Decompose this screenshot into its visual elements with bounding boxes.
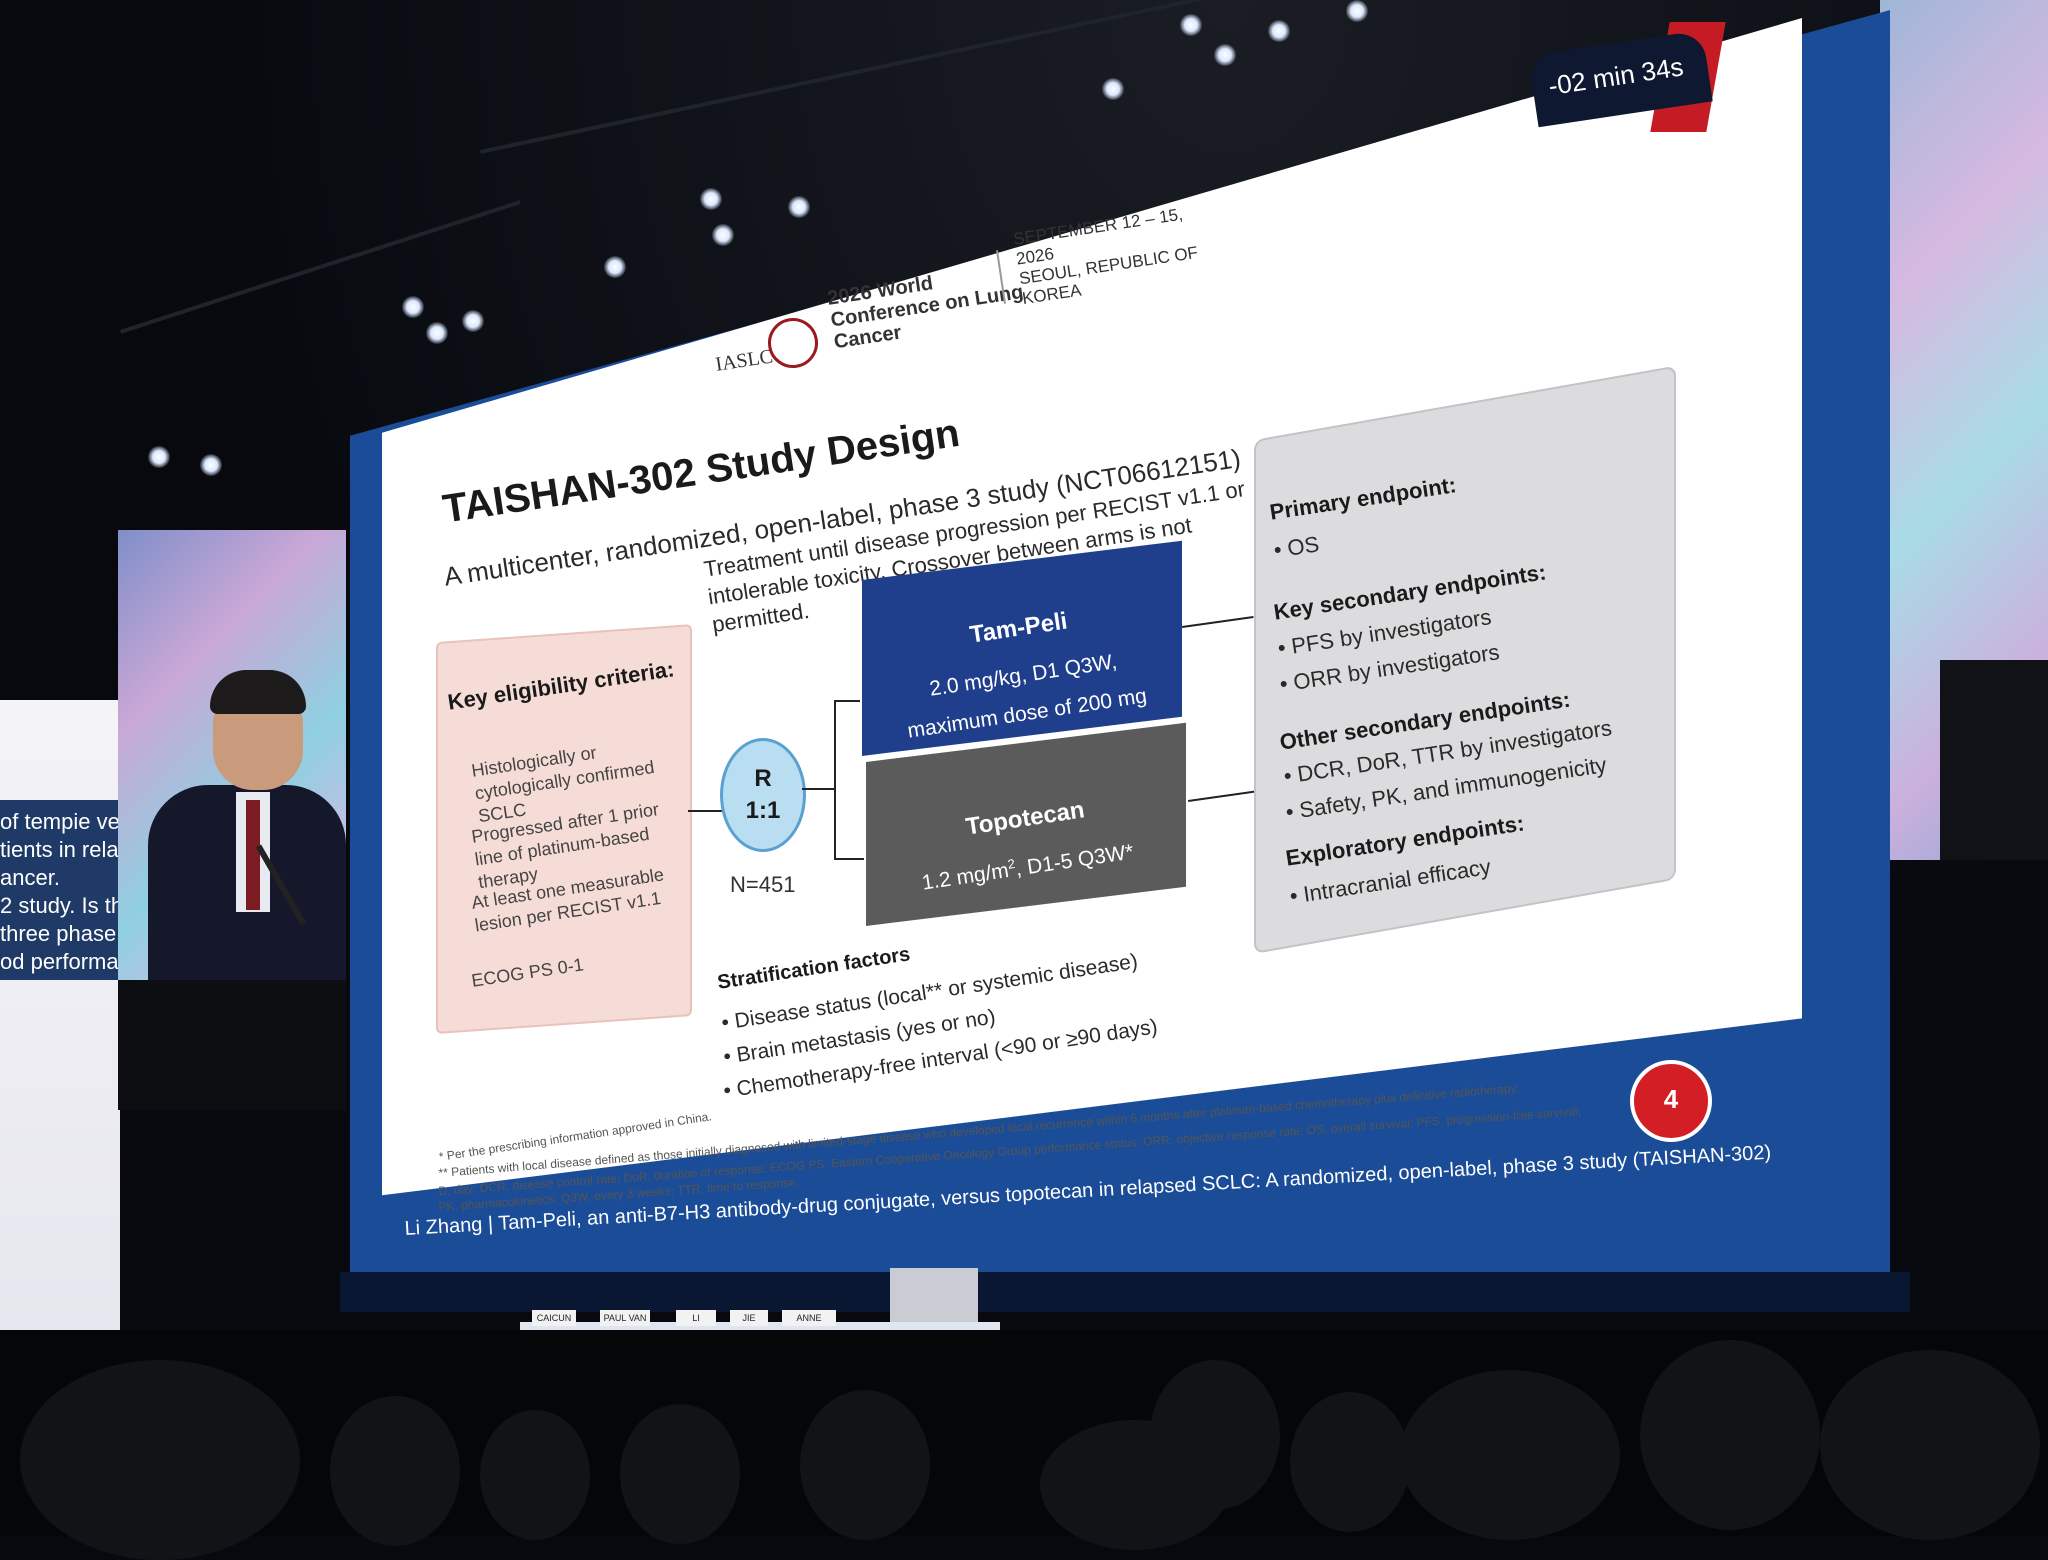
connector-line	[802, 788, 834, 790]
panelist-nameplate: PAUL VAN SCHIL	[600, 1310, 650, 1339]
randomization-circle: R 1:1	[720, 738, 806, 852]
connector-line	[834, 700, 860, 702]
left-screen-line: tients in relapsec	[0, 837, 120, 862]
stage-light	[462, 310, 484, 332]
audience-head	[480, 1410, 590, 1540]
stage-light	[700, 188, 722, 210]
primary-endpoint-text: OS	[1285, 531, 1321, 561]
connector-line	[688, 810, 722, 812]
sample-size: N=451	[730, 872, 796, 897]
audience-head	[620, 1404, 740, 1544]
audience-head	[330, 1396, 460, 1546]
audience-head	[20, 1360, 300, 1560]
left-screen-text-panel	[0, 800, 120, 980]
audience-head	[1640, 1340, 1820, 1530]
podium	[118, 980, 346, 1110]
connector-line	[834, 858, 864, 860]
speaker-tie	[246, 800, 260, 910]
randomization-r: R	[754, 765, 772, 792]
stage-light	[1346, 0, 1368, 22]
audience-head	[1150, 1360, 1280, 1510]
stage-light	[1214, 44, 1236, 66]
screen-bottom-frame	[340, 1272, 1910, 1312]
right-side-screen	[1880, 0, 2048, 860]
speaker-video-screen	[118, 530, 346, 1110]
stage-light	[712, 224, 734, 246]
audience-head	[1820, 1350, 2040, 1540]
audience-head	[1400, 1370, 1620, 1540]
speaker-hair	[210, 670, 306, 714]
left-side-screen: of tempie versu tients in relapsec ancer…	[0, 700, 120, 1340]
stage-light	[788, 196, 810, 218]
panelist-nameplate: LI ZHANG	[676, 1310, 716, 1339]
left-screen-line: ancer.	[0, 865, 60, 890]
left-screen-line: od performance	[0, 949, 120, 974]
left-screen-line: of tempie versu	[0, 809, 120, 834]
laptop	[890, 1268, 978, 1322]
stage-light	[402, 296, 424, 318]
right-screen-dark-area	[1940, 660, 2048, 860]
slide-page-number: 4	[1630, 1060, 1712, 1142]
stage-light	[1180, 14, 1202, 36]
audience-head	[800, 1390, 930, 1540]
left-screen-text: of tempie versu tients in relapsec ancer…	[0, 808, 120, 976]
stage-light	[1268, 20, 1290, 42]
stage-light	[200, 454, 222, 476]
audience-head	[1290, 1392, 1410, 1532]
left-screen-line: three phase stud	[0, 921, 120, 946]
left-screen-line: 2 study. Is there	[0, 893, 120, 918]
panelist-nameplate: JIE WANG	[730, 1310, 768, 1339]
panelist-nameplate: ANNE CHIANG	[782, 1310, 836, 1339]
timer-text: -02 min 34s	[1546, 51, 1686, 102]
randomization-ratio: 1:1	[745, 797, 781, 824]
stage-light	[604, 256, 626, 278]
stage-light	[1102, 78, 1124, 100]
connector-line	[834, 700, 836, 860]
stage-light	[426, 322, 448, 344]
stage-light	[148, 446, 170, 468]
page-number-text: 4	[1663, 1084, 1679, 1114]
panelist-nameplate: CAICUN ZHOU	[532, 1310, 576, 1339]
